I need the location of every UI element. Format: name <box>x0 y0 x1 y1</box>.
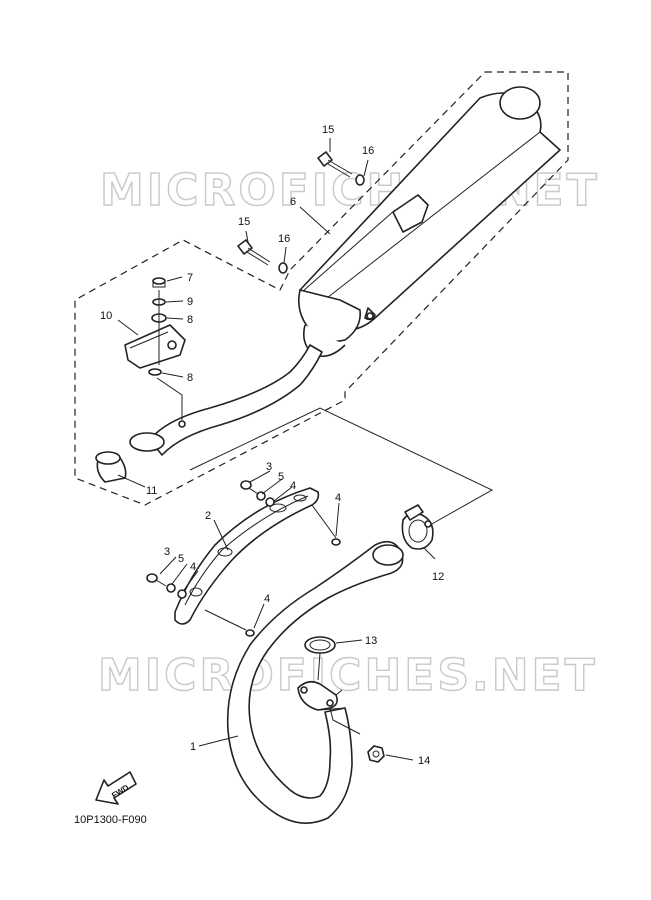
callout-14: 14 <box>418 755 430 767</box>
exhaust-gasket[interactable] <box>304 636 336 681</box>
callout-10: 10 <box>100 310 112 322</box>
protector-washer-lower[interactable] <box>166 583 176 593</box>
callout-15-upper: 15 <box>322 124 334 136</box>
protector-damper-right[interactable] <box>331 538 341 546</box>
diagram-code: 10P1300-F090 <box>74 814 147 826</box>
callout-4-lower: 4 <box>190 561 196 573</box>
pipe-group-outline <box>189 407 494 526</box>
muffler-group-outline <box>74 71 569 506</box>
forward-direction-arrow: FWD <box>95 771 137 805</box>
pipe-clamp[interactable] <box>401 504 434 550</box>
muffler[interactable] <box>297 86 561 358</box>
gasket-sleeve[interactable] <box>95 451 127 483</box>
protector-collar-upper[interactable] <box>265 497 275 507</box>
muffler-bolt-lower[interactable] <box>237 239 271 266</box>
callout-12: 12 <box>432 571 444 583</box>
bracket-damper-lower[interactable] <box>148 368 162 376</box>
muffler-link-pipe <box>129 344 323 456</box>
leader-lines <box>117 138 436 761</box>
callout-4-right: 4 <box>335 492 341 504</box>
protector-screw-lower[interactable] <box>146 573 167 587</box>
callout-5-upper: 5 <box>278 471 284 483</box>
protector-damper-bottom[interactable] <box>245 629 255 637</box>
callout-4-bottom: 4 <box>264 593 270 605</box>
callout-8-upper: 8 <box>187 314 193 326</box>
bracket-bolt[interactable] <box>152 277 166 288</box>
callout-5-lower: 5 <box>178 553 184 565</box>
muffler-washer-lower[interactable] <box>278 262 288 274</box>
watermark-bottom: MICROFICHES.NET <box>98 650 598 701</box>
protector-washer-upper[interactable] <box>256 491 266 501</box>
protector-attach-lines <box>204 504 337 631</box>
muffler-bolt-upper[interactable] <box>317 151 353 178</box>
bracket-axis-line <box>156 290 183 420</box>
protector-screw-upper[interactable] <box>240 480 259 495</box>
muffler-bracket[interactable] <box>124 324 186 369</box>
callout-6: 6 <box>290 196 296 208</box>
muffler-washer-upper[interactable] <box>355 174 365 186</box>
callout-3-upper: 3 <box>266 461 272 473</box>
callout-8-lower: 8 <box>187 372 193 384</box>
flange-nut[interactable] <box>367 745 385 763</box>
callout-7: 7 <box>187 272 193 284</box>
callout-11: 11 <box>146 485 157 497</box>
callout-16-upper: 16 <box>362 145 374 157</box>
callout-16-lower: 16 <box>278 233 290 245</box>
exhaust-pipe[interactable] <box>226 540 404 824</box>
callout-2: 2 <box>205 510 211 522</box>
callout-1: 1 <box>190 741 196 753</box>
callout-4-upper: 4 <box>290 480 296 492</box>
callout-9: 9 <box>187 296 193 308</box>
callout-15-lower: 15 <box>238 216 250 228</box>
callout-3-lower: 3 <box>164 546 170 558</box>
protector-collar-lower[interactable] <box>177 589 187 599</box>
callout-13: 13 <box>365 635 377 647</box>
